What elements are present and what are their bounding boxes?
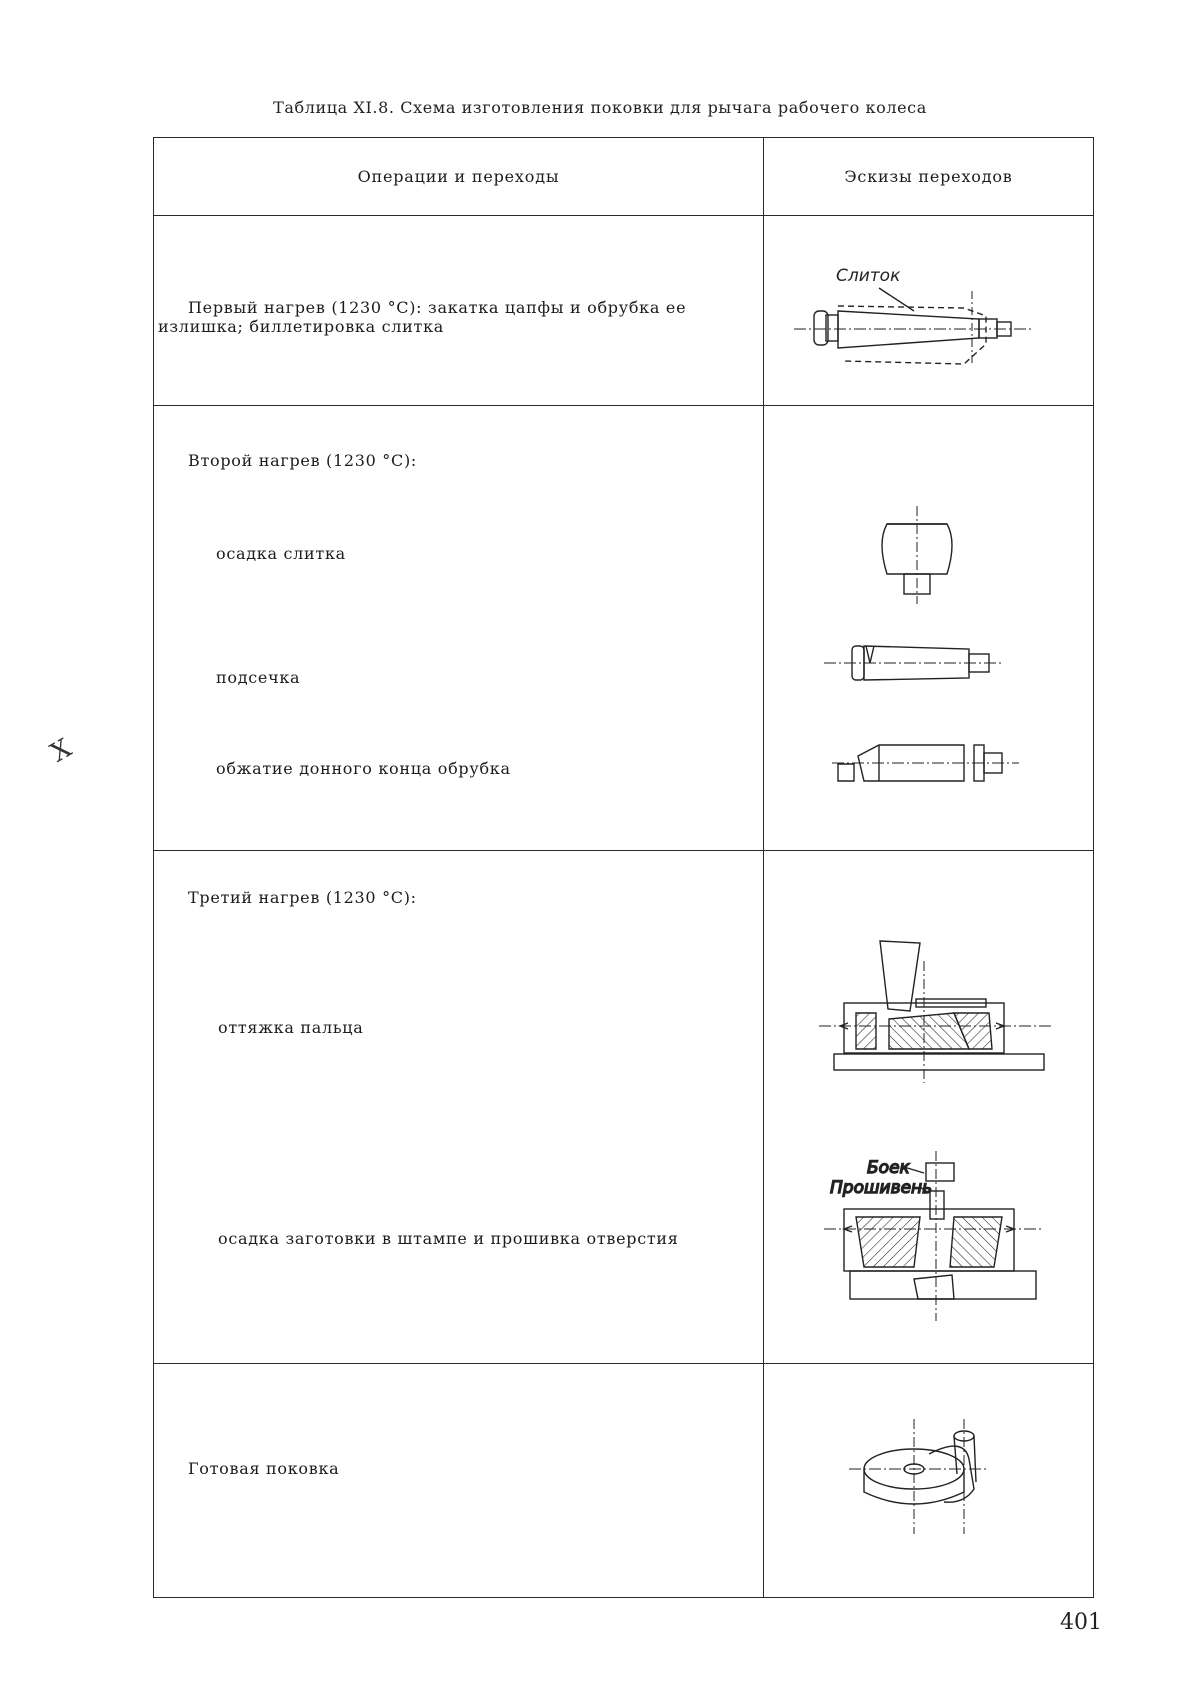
second-heating-sketches: [824, 506, 1019, 782]
notching-sketch: [824, 645, 1004, 681]
die-piercing-sketch: Боек Прошивень: [824, 1151, 1042, 1321]
row2-step-crimping: обжатие донного конца обрубка: [216, 759, 511, 778]
third-heating-sketches: Боек Прошивень: [819, 940, 1054, 1321]
row2-step-notching: подсечка: [216, 668, 301, 687]
upsetting-sketch: [881, 506, 953, 604]
table-row: Третий нагрев (1230 °C): оттяжка пальца …: [153, 850, 1094, 1364]
finished-forging-sketch: [849, 1419, 989, 1534]
row1-operations: Первый нагрев (1230 °C): закатка цапфы и…: [153, 215, 764, 406]
row2-sketch-cell: [763, 405, 1094, 851]
table-row: Готовая поковка: [153, 1363, 1094, 1598]
row4-sketch-cell: [763, 1363, 1094, 1598]
row3-step-drawing: оттяжка пальца: [218, 1018, 364, 1037]
header-sketches: Эскизы переходов: [763, 137, 1094, 216]
row2-step-upsetting: осадка слитка: [216, 544, 346, 563]
table-row: Первый нагрев (1230 °C): закатка цапфы и…: [153, 215, 1094, 406]
row3-heading: Третий нагрев (1230 °C):: [188, 888, 417, 907]
table-header-row: Операции и переходы Эскизы переходов: [153, 137, 1094, 216]
crimping-sketch: [832, 744, 1019, 782]
ingot-billeting-sketch: Слиток: [794, 266, 1034, 366]
margin-handwritten-mark: Х: [45, 733, 77, 769]
row3-operations: Третий нагрев (1230 °C): оттяжка пальца …: [153, 850, 764, 1364]
ingot-label: Слиток: [836, 266, 901, 286]
row4-operations: Готовая поковка: [153, 1363, 764, 1598]
punch-label: Прошивень: [830, 1178, 932, 1198]
table-caption: Таблица XI.8. Схема изготовления поковки…: [273, 98, 927, 117]
process-table: Операции и переходы Эскизы переходов Пер…: [153, 137, 1094, 1598]
row1-sketch-cell: Слиток: [763, 215, 1094, 406]
header-operations: Операции и переходы: [153, 137, 764, 216]
row1-heading-cont: излишка; биллетировка слитка: [158, 317, 445, 336]
page-number: 401: [1060, 1610, 1102, 1635]
pin-drawing-sketch: [819, 940, 1054, 1083]
row2-operations: Второй нагрев (1230 °C): осадка слитка п…: [153, 405, 764, 851]
table-row: Второй нагрев (1230 °C): осадка слитка п…: [153, 405, 1094, 851]
row2-heading: Второй нагрев (1230 °C):: [188, 451, 417, 470]
row3-sketch-cell: Боек Прошивень: [763, 850, 1094, 1364]
ram-label: Боек: [867, 1158, 911, 1178]
row4-heading: Готовая поковка: [188, 1459, 340, 1478]
row1-heading: Первый нагрев (1230 °C): закатка цапфы и…: [188, 298, 687, 317]
row3-step-die-upsetting: осадка заготовки в штампе и прошивка отв…: [218, 1229, 679, 1248]
